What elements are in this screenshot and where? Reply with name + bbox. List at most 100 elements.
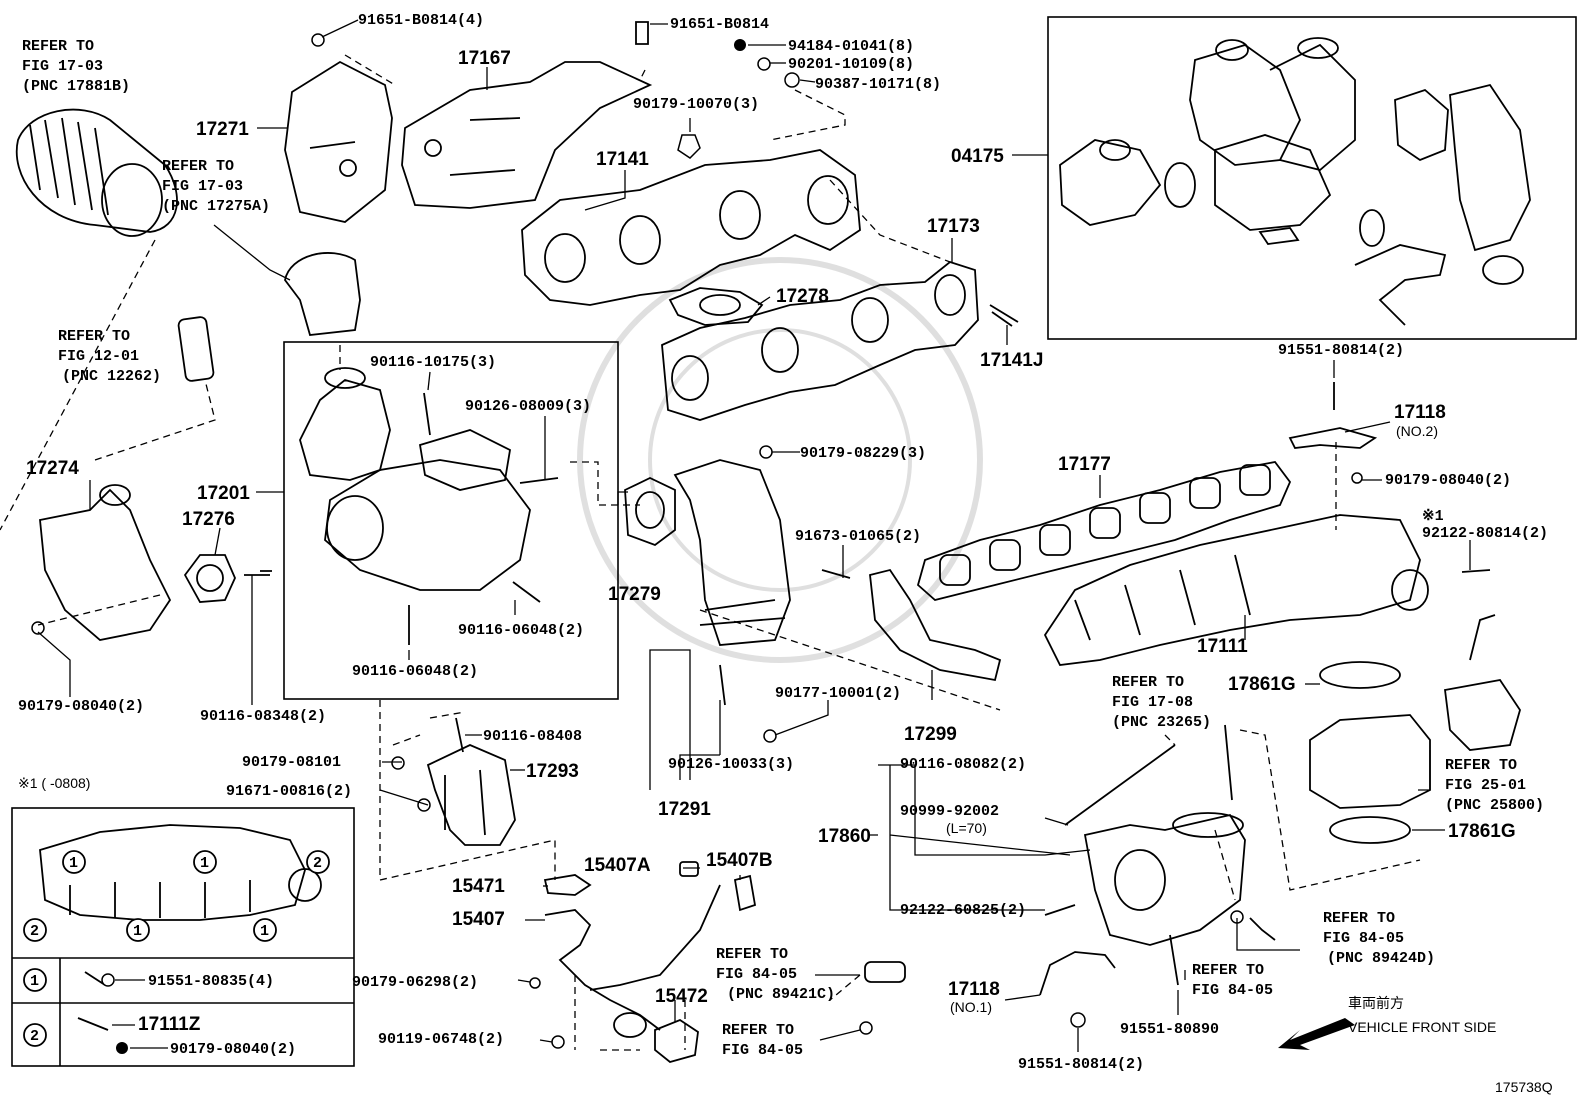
bracket-17299 xyxy=(869,568,1002,682)
callout-17177: 17177 xyxy=(1058,454,1111,475)
svg-text:FIG 25-01: FIG 25-01 xyxy=(1445,777,1526,794)
vehicle-front-arrow-icon xyxy=(1278,1018,1355,1050)
callout-90177: 90177-10001(2) xyxy=(775,685,901,702)
inset-row1-part: 91551-80835(4) xyxy=(148,973,274,990)
svg-text:REFER TO: REFER TO xyxy=(1112,674,1184,691)
callout-17278: 17278 xyxy=(776,286,829,307)
refer-fig-84-05-89421C: REFER TO FIG 84-05 (PNC 89421C) xyxy=(716,946,835,1003)
callout-04175: 04175 xyxy=(951,146,1004,167)
callout-90387: 90387-10171(8) xyxy=(815,76,941,93)
svg-text:REFER TO: REFER TO xyxy=(1323,910,1395,927)
callout-17167: 17167 xyxy=(458,48,511,69)
svg-text:1: 1 xyxy=(133,923,142,940)
svg-text:2: 2 xyxy=(30,1028,39,1045)
callout-mark1-top: ※1 xyxy=(1422,508,1444,525)
refer-fig-84-05-89424D: REFER TO FIG 84-05 (PNC 89424D) xyxy=(1323,910,1435,967)
svg-text:FIG 17-08: FIG 17-08 xyxy=(1112,694,1193,711)
gasket-15471 xyxy=(543,874,592,896)
callout-91551-80890: 91551-80890 xyxy=(1120,1021,1219,1038)
bracket-17118-no2 xyxy=(1288,427,1378,449)
callout-91551-80814-bot: 91551-80814(2) xyxy=(1018,1056,1144,1073)
intake-hose xyxy=(15,108,178,237)
callout-91651-B0814: 91651-B0814 xyxy=(670,16,769,33)
callout-17141J: 17141J xyxy=(980,350,1043,371)
callout-90179-08229: 90179-08229(3) xyxy=(800,445,926,462)
svg-text:FIG 17-03: FIG 17-03 xyxy=(162,178,243,195)
refer-fig-17-08: REFER TO FIG 17-08 (PNC 23265) xyxy=(1112,674,1211,731)
inset-note-box xyxy=(11,807,355,1067)
svg-text:REFER TO: REFER TO xyxy=(716,946,788,963)
callout-90116-08408: 90116-08408 xyxy=(483,728,582,745)
gasket-17278 xyxy=(668,287,764,326)
callout-90116-10175: 90116-10175(3) xyxy=(370,354,496,371)
callout-17271: 17271 xyxy=(196,119,249,140)
direction-en: VEHICLE FRONT SIDE xyxy=(1348,1019,1496,1035)
callout-17861G-a: 17861G xyxy=(1228,674,1296,695)
figure-id: 175738Q xyxy=(1495,1079,1553,1095)
gasket-17173 xyxy=(661,260,979,421)
inset-circle-labels: 1 1 2 2 1 1 1 2 xyxy=(23,850,330,1047)
direction-jp: 車両前方 xyxy=(1348,995,1404,1011)
callout-94184: 94184-01041(8) xyxy=(788,38,914,55)
inset-note-title: ※1 ( -0808) xyxy=(18,775,90,791)
callout-91651-B0814-4: 91651-B0814(4) xyxy=(358,12,484,29)
callout-17279: 17279 xyxy=(608,584,661,605)
turbo-assembly-04175 xyxy=(1059,37,1531,326)
callout-92122-60825: 92122-60825(2) xyxy=(900,902,1026,919)
fasteners xyxy=(31,21,1491,1049)
svg-text:2: 2 xyxy=(30,923,39,940)
callout-90179-08040-l: 90179-08040(2) xyxy=(18,698,144,715)
turbocharger-17201 xyxy=(299,367,531,591)
svg-text:1: 1 xyxy=(260,923,269,940)
refer-fig-17-03-17881B: REFER TO FIG 17-03 (PNC 17881B) xyxy=(22,38,130,95)
callout-90999: 90999-92002 xyxy=(900,803,999,820)
callout-90179-08040-r: 90179-08040(2) xyxy=(1385,472,1511,489)
callout-15407A: 15407A xyxy=(584,855,651,876)
svg-text:2: 2 xyxy=(313,855,322,872)
refer-fig-17-03-17275A: REFER TO FIG 17-03 (PNC 17275A) xyxy=(162,158,270,215)
callout-17276: 17276 xyxy=(182,509,235,530)
callout-17861G-b: 17861G xyxy=(1448,821,1516,842)
svg-text:REFER TO: REFER TO xyxy=(722,1022,794,1039)
stay-17293 xyxy=(426,744,516,846)
callout-90179-06298: 90179-06298(2) xyxy=(352,974,478,991)
svg-text:FIG 12-01: FIG 12-01 xyxy=(58,348,139,365)
refer-fig-25-01: REFER TO FIG 25-01 (PNC 25800) xyxy=(1445,757,1544,814)
svg-text:FIG 84-05: FIG 84-05 xyxy=(716,966,797,983)
callout-91671: 91671-00816(2) xyxy=(226,783,352,800)
callout-90116-08348: 90116-08348(2) xyxy=(200,708,326,725)
turbo-assembly-box xyxy=(1047,16,1577,340)
svg-text:1: 1 xyxy=(69,855,78,872)
gasket-17276 xyxy=(183,554,236,603)
gasket-17279 xyxy=(624,477,676,547)
inset-row2: 17111Z 90179-08040(2) xyxy=(77,1014,296,1058)
callout-90201: 90201-10109(8) xyxy=(788,56,914,73)
callout-90126-10033: 90126-10033(3) xyxy=(668,756,794,773)
callout-15472: 15472 xyxy=(655,986,708,1007)
svg-text:FIG 84-05: FIG 84-05 xyxy=(1323,930,1404,947)
callout-90116-06048-b: 90116-06048(2) xyxy=(352,663,478,680)
callout-92122-80814: 92122-80814(2) xyxy=(1422,525,1548,542)
callout-17293: 17293 xyxy=(526,761,579,782)
refer-fig-12-01: REFER TO FIG 12-01 (PNC 12262) xyxy=(58,328,161,385)
callout-17118-no2: 17118 xyxy=(1394,402,1446,423)
svg-text:(PNC 89424D): (PNC 89424D) xyxy=(1327,950,1435,967)
callout-90999-sub: (L=70) xyxy=(946,820,987,836)
gasket-17177 xyxy=(916,461,1292,601)
refer-fig-84-05-b: REFER TO FIG 84-05 xyxy=(722,1022,803,1059)
callout-15471: 15471 xyxy=(452,876,505,897)
turbo-subassembly-box xyxy=(283,341,619,700)
svg-text:(PNC 17881B): (PNC 17881B) xyxy=(22,78,130,95)
gasket-15472 xyxy=(654,1018,699,1063)
callout-17118-no2-sub: (NO.2) xyxy=(1396,423,1438,439)
inset-row1: 91551-80835(4) xyxy=(84,971,274,990)
callout-17141: 17141 xyxy=(596,149,649,170)
svg-text:REFER TO: REFER TO xyxy=(162,158,234,175)
svg-text:1: 1 xyxy=(200,855,209,872)
callout-17118-no1: 17118 xyxy=(948,979,1000,1000)
svg-text:REFER TO: REFER TO xyxy=(58,328,130,345)
callout-17111: 17111 xyxy=(1197,636,1248,657)
svg-text:FIG 84-05: FIG 84-05 xyxy=(722,1042,803,1059)
svg-text:REFER TO: REFER TO xyxy=(22,38,94,55)
